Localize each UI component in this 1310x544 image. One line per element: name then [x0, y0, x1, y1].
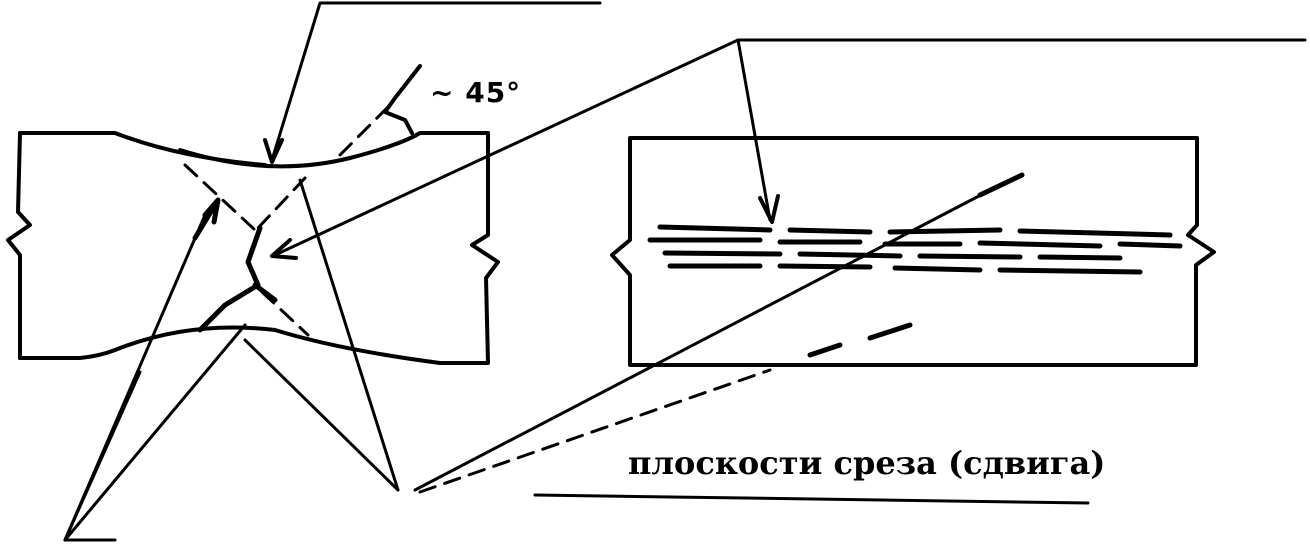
specimen2-outline: [610, 136, 1216, 367]
shear-plane-dashed-3: [260, 290, 310, 337]
sheared-specimen: [610, 136, 1216, 367]
leader-top-left: [263, 1, 602, 164]
fracture-zone: [183, 98, 397, 337]
shear-plane-dashed-2: [256, 176, 307, 230]
leader-top-right-branch-arrowhead: [758, 194, 780, 224]
necked-specimen: [6, 131, 500, 365]
shear-band-line-2: [647, 237, 1183, 249]
leader-top-left-line: [270, 1, 602, 162]
leader-top-right-branch: [736, 38, 772, 222]
leader-to-right-lower: [418, 368, 772, 494]
leader-top-left-arrowhead: [263, 138, 284, 164]
shear-arrow-left-head: [202, 197, 221, 225]
specimen-neck-bottom: [18, 325, 442, 365]
specimen-right-edge: [438, 131, 500, 365]
shear-caption-leaders: [243, 178, 1002, 494]
leader-to-left-crack: [243, 338, 400, 492]
leader-bl-to-bottom: [63, 370, 142, 542]
specimen-neck-top: [178, 131, 490, 169]
shear-band-line-3: [662, 250, 1123, 261]
leader-top-right: [270, 38, 1307, 260]
shear-planes-caption: плоскости среза (сдвига): [628, 444, 1106, 482]
specimen-left-edge: [6, 131, 32, 360]
angle-bracket: [383, 64, 422, 135]
leader-to-left-neck: [298, 178, 400, 492]
crack-branch: [252, 282, 278, 303]
leader-top-right-line: [273, 38, 1307, 257]
leader-bl-to-neck: [63, 323, 247, 542]
angle-label: ~ 45°: [430, 76, 522, 109]
leader-to-right-band: [413, 183, 1002, 492]
crack-path: [197, 225, 263, 333]
shear-band-line-1: [657, 224, 1173, 238]
caption-underline: [533, 493, 1090, 505]
shear-band-line-4: [667, 263, 1143, 275]
shear-band: [647, 224, 1183, 275]
bottom-left-leaders: [63, 213, 247, 542]
shear-plane-dashed-1: [183, 163, 257, 232]
shear-arrow-lower: [807, 322, 913, 358]
leader-top-right-arrowhead: [270, 238, 298, 260]
